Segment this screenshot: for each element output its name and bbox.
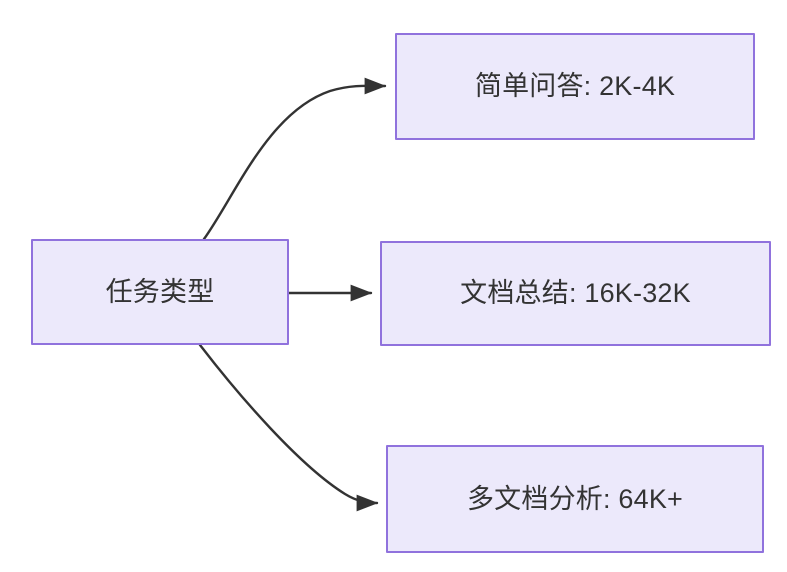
node-doc-summary-label: 文档总结: 16K-32K [460,278,691,309]
edge-task-type-to-multi-doc-analysis [198,343,379,512]
node-multi-doc-analysis[interactable]: 多文档分析: 64K+ [386,445,764,553]
node-task-type[interactable]: 任务类型 [31,239,289,345]
node-simple-qa-label: 简单问答: 2K-4K [474,71,676,102]
node-task-type-label: 任务类型 [105,276,215,307]
node-multi-doc-analysis-label: 多文档分析: 64K+ [466,483,683,514]
node-doc-summary[interactable]: 文档总结: 16K-32K [380,241,771,346]
node-simple-qa[interactable]: 简单问答: 2K-4K [395,33,755,140]
edge-task-type-to-simple-qa [202,77,387,241]
